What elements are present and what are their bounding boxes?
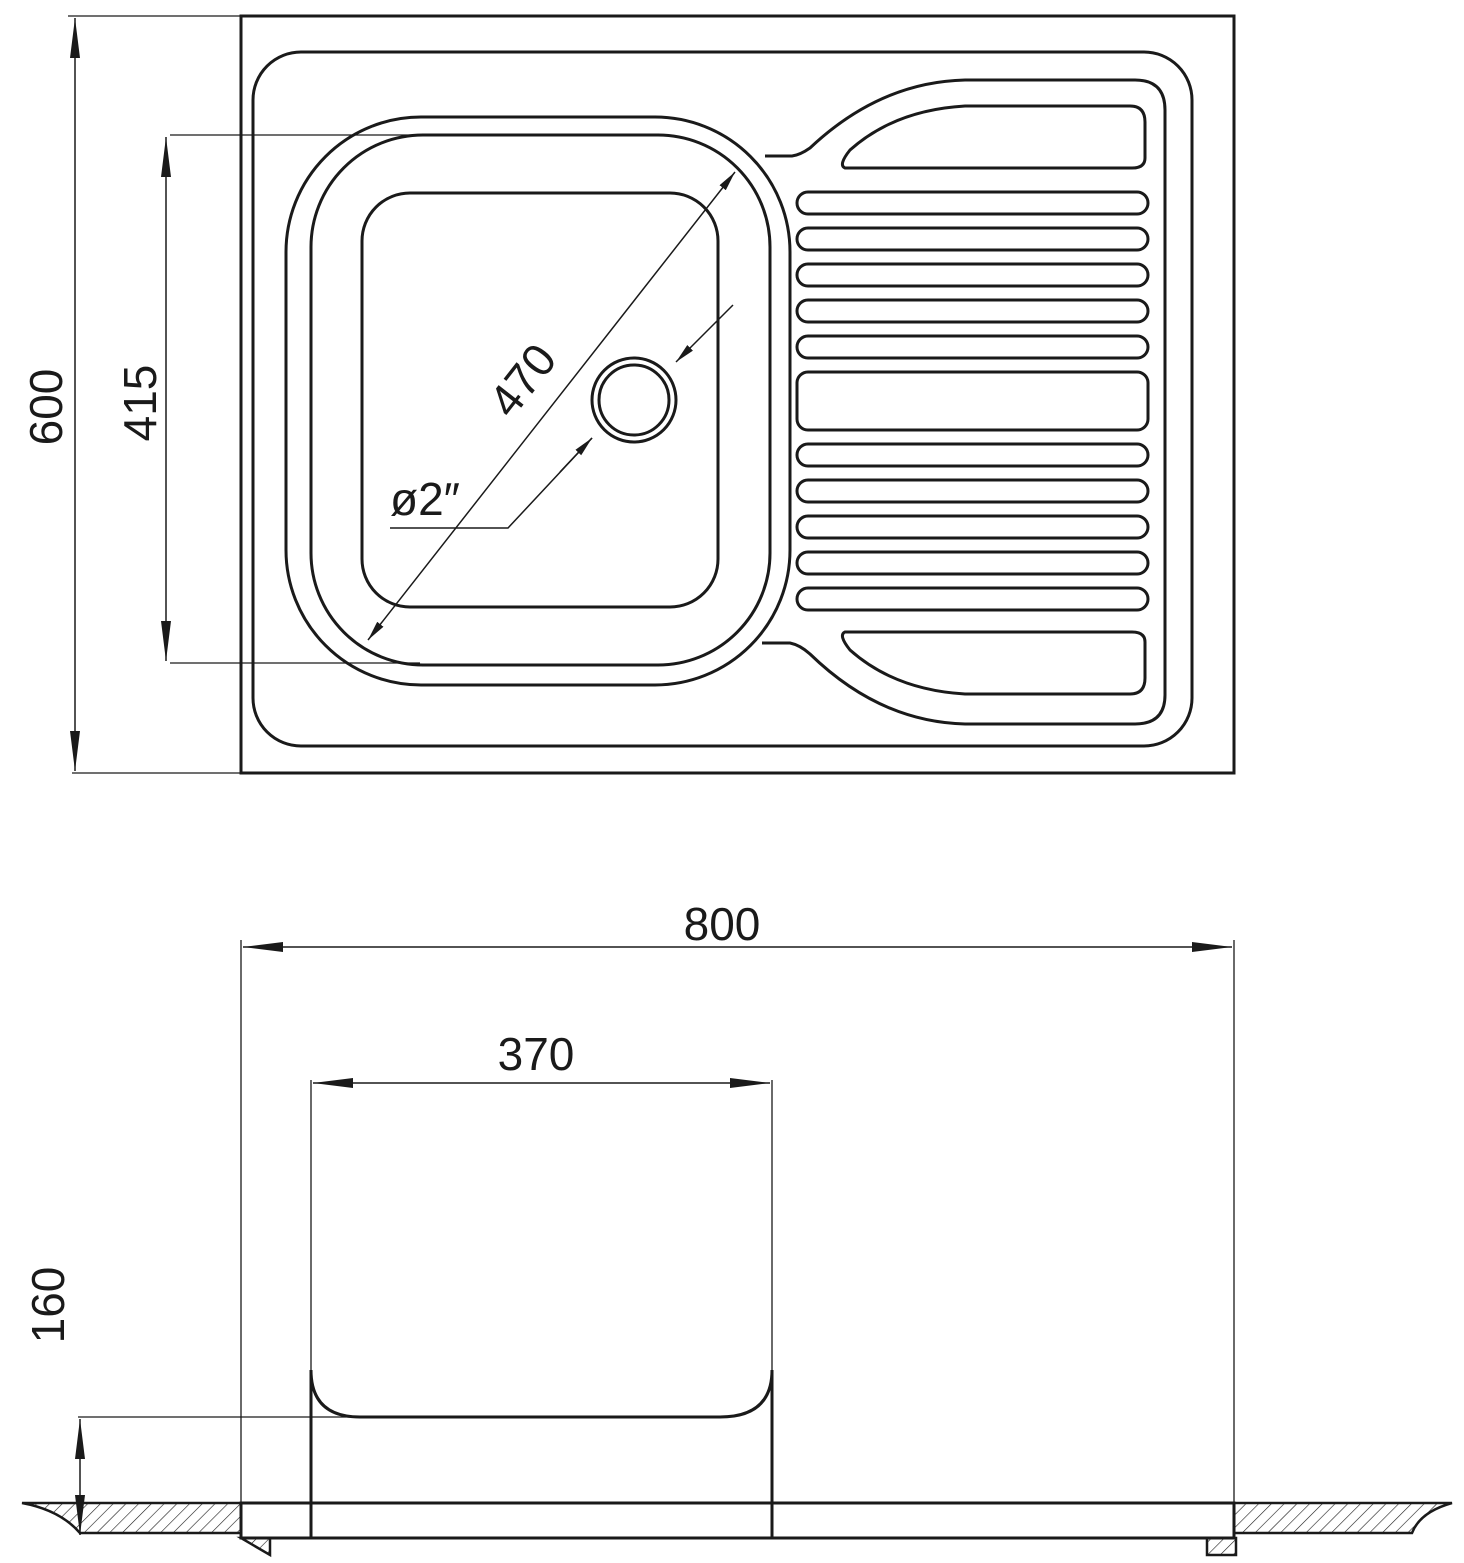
drainboard-rib — [795, 334, 1150, 360]
drainboard-outline — [762, 78, 1167, 726]
bowl-edge — [309, 133, 772, 667]
cabinet-wall-right — [1205, 1536, 1238, 1557]
drainboard-rib — [795, 514, 1150, 540]
drainboard-rib — [795, 190, 1150, 216]
dimension-label-415: 415 — [114, 365, 166, 442]
dimension-line-470 — [367, 171, 736, 641]
dimension-label-160: 160 — [22, 1267, 74, 1344]
drain-hole-outer — [590, 356, 678, 444]
sink-rim — [251, 50, 1194, 748]
drainboard-rib — [795, 298, 1150, 324]
drainboard-rib — [795, 226, 1150, 252]
sink-outline — [239, 14, 1236, 775]
drainboard-rib — [795, 550, 1150, 576]
drainboard-center-rib — [795, 370, 1150, 432]
drainboard-rib — [795, 262, 1150, 288]
drainboard-ribs — [795, 190, 1150, 612]
drain-dimension-arrow-upper — [675, 304, 734, 363]
drainboard-bottom-recess — [840, 630, 1147, 696]
bowl-bottom — [360, 191, 720, 609]
drainboard-rib — [795, 442, 1150, 468]
drain-dimension-arrow-lower — [559, 437, 593, 473]
side-view: 800 370 160 — [21, 898, 1453, 1558]
drainboard-rib — [795, 586, 1150, 612]
bowl-side-profile — [309, 1369, 774, 1538]
cabinet-wall-left — [236, 1536, 272, 1558]
dimension-label-470: 470 — [478, 334, 566, 426]
dimension-label-800: 800 — [684, 898, 761, 950]
dimension-label-600: 600 — [20, 369, 72, 446]
bowl-outer-rim — [284, 115, 792, 687]
dimension-label-370: 370 — [498, 1028, 575, 1080]
countertop-left — [21, 1501, 243, 1535]
sink-rim-side — [239, 1501, 1236, 1540]
countertop-right — [1232, 1501, 1453, 1535]
top-view: 470 ø2″ 415 600 — [20, 14, 1236, 775]
drain-hole-inner — [597, 363, 671, 437]
drainboard-rib — [795, 478, 1150, 504]
drainboard-top-recess — [840, 104, 1147, 170]
dimension-label-drain: ø2″ — [390, 473, 460, 525]
